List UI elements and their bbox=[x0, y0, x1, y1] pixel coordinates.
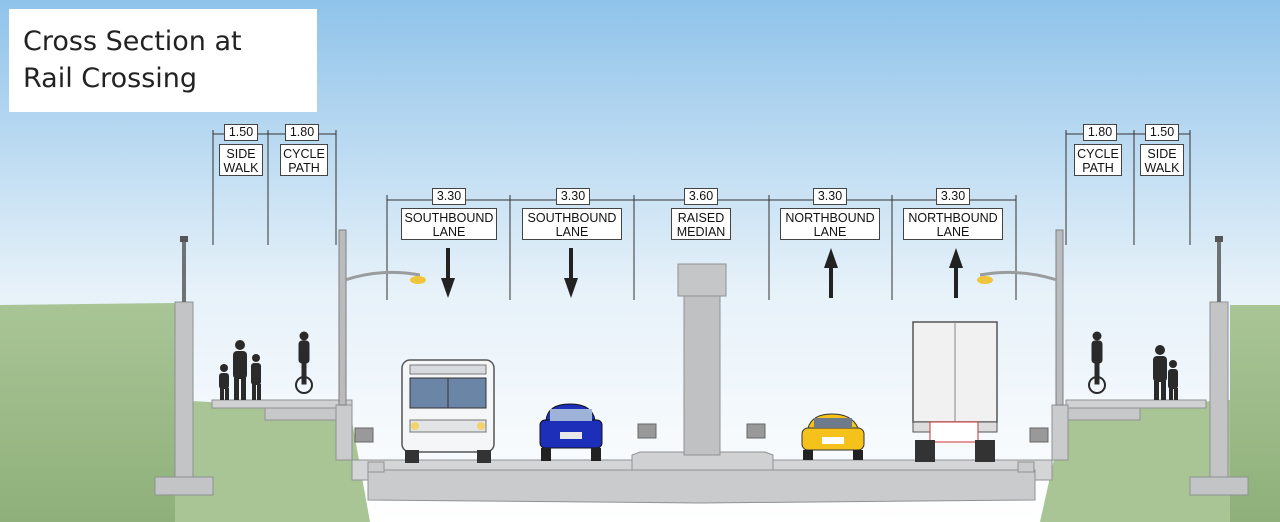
sb-lane-2-width: 3.30 bbox=[556, 188, 590, 205]
left-sidewalk-width: 1.50 bbox=[224, 124, 258, 141]
right-step bbox=[1065, 407, 1141, 421]
pedestrians-right bbox=[1153, 345, 1178, 400]
grass-embankment-right bbox=[1040, 400, 1230, 522]
right-cycle-label: CYCLE PATH bbox=[1074, 144, 1122, 176]
sb-lane-1-label-2: LANE bbox=[432, 225, 466, 239]
pedestrians-left bbox=[219, 340, 261, 400]
sb-lane-2-label-1: SOUTHBOUND bbox=[527, 211, 617, 225]
street-light-left bbox=[338, 229, 426, 406]
sb-lane-1-width: 3.30 bbox=[432, 188, 466, 205]
left-cycle-label-1: CYCLE bbox=[283, 147, 325, 161]
left-step bbox=[264, 407, 341, 421]
rail-signals bbox=[354, 423, 1049, 443]
sb-lane-1-label-1: SOUTHBOUND bbox=[404, 211, 494, 225]
right-cycle-label-1: CYCLE bbox=[1077, 147, 1119, 161]
direction-arrows bbox=[441, 248, 963, 298]
nb-lane-1-label: NORTHBOUND LANE bbox=[780, 208, 880, 240]
left-cycle-label: CYCLE PATH bbox=[280, 144, 328, 176]
left-platform bbox=[211, 399, 353, 409]
right-sidewalk-width: 1.50 bbox=[1145, 124, 1179, 141]
left-sidewalk-label: SIDE WALK bbox=[219, 144, 263, 176]
arrow-down-icon bbox=[441, 248, 455, 298]
right-cycle-width: 1.80 bbox=[1083, 124, 1117, 141]
right-platform bbox=[1065, 399, 1207, 409]
right-sidewalk-label-1: SIDE bbox=[1147, 147, 1177, 161]
right-cycle-label-2: PATH bbox=[1082, 161, 1114, 175]
title-line-1: Cross Section at bbox=[23, 26, 242, 57]
street-light-right bbox=[977, 229, 1064, 406]
right-sidewalk-label: SIDE WALK bbox=[1140, 144, 1184, 176]
left-parapet bbox=[335, 404, 353, 461]
sb-lane-2-label-2: LANE bbox=[555, 225, 589, 239]
median-label-1: RAISED bbox=[677, 211, 725, 225]
yellow-car bbox=[801, 413, 865, 460]
bus bbox=[401, 359, 495, 463]
right-parapet bbox=[1051, 404, 1069, 461]
right-sidewalk-label-2: WALK bbox=[1144, 161, 1180, 175]
left-cycle-label-2: PATH bbox=[288, 161, 320, 175]
nb-lane-2-label-1: NORTHBOUND bbox=[908, 211, 998, 225]
grass-right bbox=[1230, 305, 1280, 522]
left-sidewalk-label-1: SIDE bbox=[226, 147, 256, 161]
title-box: Cross Section at Rail Crossing bbox=[9, 9, 317, 112]
nb-lane-1-label-1: NORTHBOUND bbox=[785, 211, 875, 225]
sb-lane-1-label: SOUTHBOUND LANE bbox=[401, 208, 497, 240]
retaining-wall-right bbox=[1189, 236, 1249, 496]
sb-lane-2-label: SOUTHBOUND LANE bbox=[522, 208, 622, 240]
grass-left bbox=[0, 303, 175, 522]
retaining-wall-left bbox=[154, 236, 214, 496]
nb-lane-2-label: NORTHBOUND LANE bbox=[903, 208, 1003, 240]
cyclist-right bbox=[1088, 331, 1106, 394]
blue-car bbox=[539, 403, 603, 461]
truck bbox=[912, 321, 998, 462]
nb-lane-1-width: 3.30 bbox=[813, 188, 847, 205]
median-width: 3.60 bbox=[684, 188, 718, 205]
arrow-up-icon bbox=[824, 248, 838, 298]
arrow-up-icon bbox=[949, 248, 963, 298]
nb-lane-1-label-2: LANE bbox=[813, 225, 847, 239]
raised-median bbox=[631, 263, 774, 471]
cyclist-left bbox=[295, 331, 313, 394]
left-cycle-width: 1.80 bbox=[285, 124, 319, 141]
title-line-2: Rail Crossing bbox=[23, 63, 198, 94]
nb-lane-2-width: 3.30 bbox=[936, 188, 970, 205]
median-label: RAISED MEDIAN bbox=[671, 208, 731, 240]
nb-lane-2-label-2: LANE bbox=[936, 225, 970, 239]
grass-embankment-left bbox=[175, 400, 370, 522]
median-label-2: MEDIAN bbox=[676, 225, 726, 239]
left-sidewalk-label-2: WALK bbox=[223, 161, 259, 175]
arrow-down-icon bbox=[564, 248, 578, 298]
